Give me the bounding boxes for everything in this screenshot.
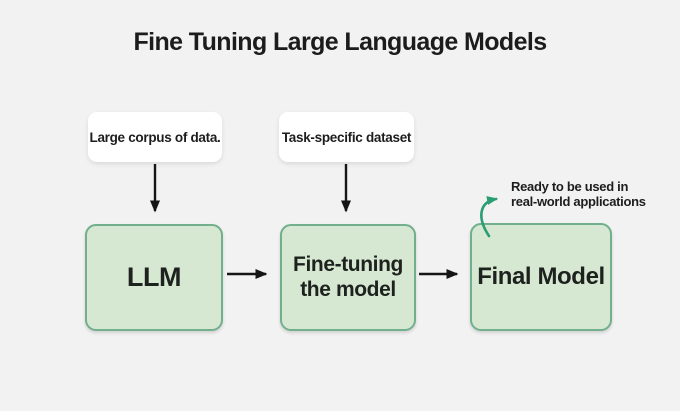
node-llm: LLM xyxy=(85,224,223,331)
annotation-ready-to-use: Ready to be used in real-world applicati… xyxy=(511,179,671,209)
input-label-dataset: Task-specific dataset xyxy=(279,112,414,162)
input-label-corpus: Large corpus of data. xyxy=(88,112,222,162)
input-label-dataset-text: Task-specific dataset xyxy=(281,129,412,145)
node-fine-tuning-label: Fine-tuning the model xyxy=(293,252,403,301)
node-final-model-label: Final Model xyxy=(477,263,605,290)
node-llm-label: LLM xyxy=(126,262,182,292)
input-label-corpus-text: Large corpus of data. xyxy=(89,129,221,145)
annotation-line-2: real-world applications xyxy=(511,193,646,209)
node-final-model: Final Model xyxy=(470,223,612,331)
annotation-line-1: Ready to be used in xyxy=(511,179,629,194)
diagram-title: Fine Tuning Large Language Models xyxy=(133,28,547,56)
node-fine-tuning: Fine-tuning the model xyxy=(280,224,416,331)
